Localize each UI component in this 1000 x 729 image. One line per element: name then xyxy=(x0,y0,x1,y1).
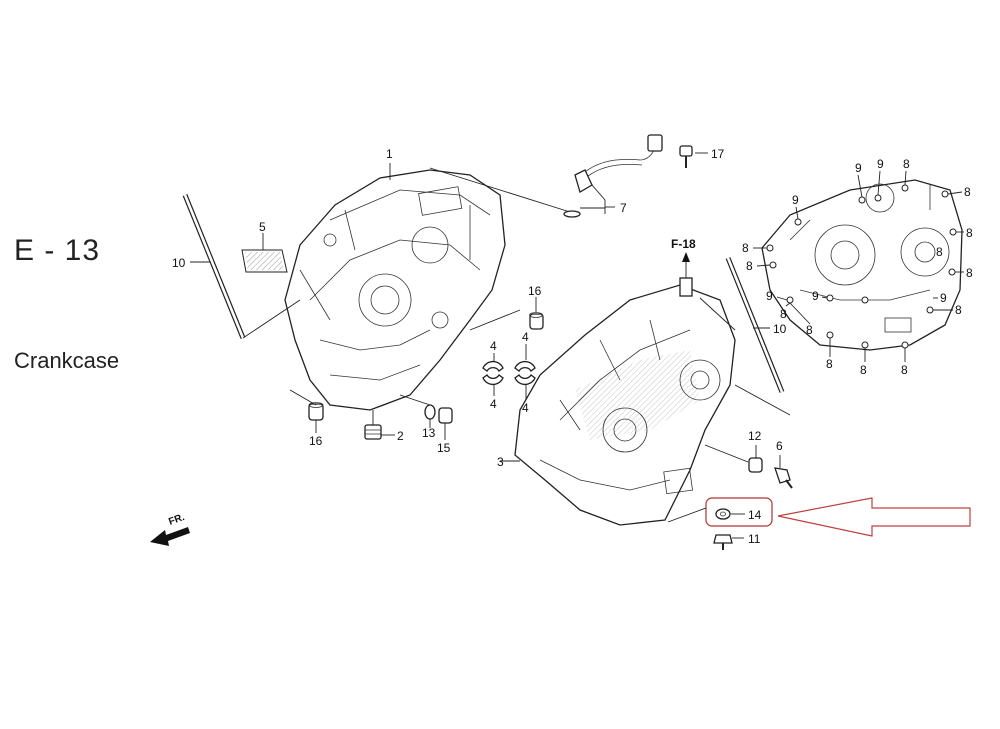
gasket-part-5 xyxy=(241,249,288,273)
callout-3: 3 xyxy=(497,455,504,469)
callout-8-e: 8 xyxy=(746,259,753,273)
callout-8-d: 8 xyxy=(742,241,749,255)
reference-arrow-icon xyxy=(682,252,690,262)
callout-9-f: 9 xyxy=(940,291,947,305)
callout-12: 12 xyxy=(748,429,762,443)
callout-17: 17 xyxy=(711,147,725,161)
callout-8-f: 8 xyxy=(966,266,973,280)
dowel-pin-right xyxy=(529,312,544,330)
callout-10-left: 10 xyxy=(172,256,186,270)
highlight-box-part-14 xyxy=(705,497,773,527)
stud-bolt-right xyxy=(725,257,785,393)
callout-4-d: 4 xyxy=(522,401,529,415)
collar-part-12 xyxy=(748,457,763,473)
callout-8-j: 8 xyxy=(826,357,833,371)
front-direction-marker xyxy=(150,527,190,546)
callout-11: 11 xyxy=(748,532,761,546)
callout-2: 2 xyxy=(397,429,404,443)
callout-13: 13 xyxy=(422,426,436,440)
o-ring-part-13 xyxy=(424,404,436,420)
stud-bolt-left xyxy=(182,194,246,339)
callout-9-e: 9 xyxy=(812,289,819,303)
callout-8-c: 8 xyxy=(966,226,973,240)
callout-8-a: 8 xyxy=(903,157,910,171)
callout-1: 1 xyxy=(386,147,393,161)
switch-part-6 xyxy=(774,467,793,489)
dowel-pin-left xyxy=(308,402,324,421)
bearing-shells-part-4 xyxy=(482,360,536,386)
callout-4-c: 4 xyxy=(522,330,529,344)
reference-label: F-18 xyxy=(671,237,696,251)
callout-7: 7 xyxy=(620,201,627,215)
callout-8-m: 8 xyxy=(936,245,943,259)
collar-part-15 xyxy=(438,407,453,424)
bolt-part-17 xyxy=(679,145,693,168)
section-code: E - 13 xyxy=(14,234,101,267)
callout-5: 5 xyxy=(259,220,266,234)
callout-16-right: 16 xyxy=(528,284,542,298)
callout-4-b: 4 xyxy=(490,397,497,411)
callout-16-left: 16 xyxy=(309,434,323,448)
right-crankcase xyxy=(514,277,736,526)
callout-8-h: 8 xyxy=(806,323,813,337)
washer-part-14 xyxy=(715,508,731,520)
callout-9-a: 9 xyxy=(855,161,862,175)
callout-9-b: 9 xyxy=(877,157,884,171)
callout-9-c: 9 xyxy=(792,193,799,207)
callout-10-right: 10 xyxy=(773,322,787,336)
drain-bolt-part-2 xyxy=(364,424,382,440)
callout-14: 14 xyxy=(748,508,762,522)
sensor-part-7 xyxy=(563,134,663,218)
section-title: Crankcase xyxy=(14,348,120,373)
callout-8-g: 8 xyxy=(780,307,787,321)
callout-4-a: 4 xyxy=(490,339,497,353)
callout-8-i: 8 xyxy=(955,303,962,317)
callout-8-b: 8 xyxy=(964,185,971,199)
callout-15: 15 xyxy=(437,441,451,455)
direction-label: FR. xyxy=(167,512,186,528)
callout-8-l: 8 xyxy=(901,363,908,377)
callout-8-k: 8 xyxy=(860,363,867,377)
callout-9-d: 9 xyxy=(766,289,773,303)
bolt-leader-lines xyxy=(753,170,964,362)
callout-6: 6 xyxy=(776,439,783,453)
left-crankcase xyxy=(284,169,506,411)
bolt-holes xyxy=(766,184,957,349)
highlight-pointer-arrow-icon xyxy=(777,497,971,537)
bolt-part-11 xyxy=(713,534,733,550)
